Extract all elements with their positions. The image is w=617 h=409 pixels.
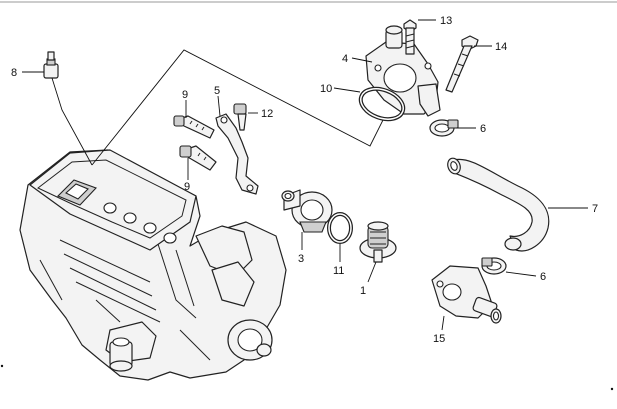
part-5-bracket — [215, 113, 259, 195]
callout-10: 10 — [320, 83, 332, 95]
callout-14: 14 — [495, 41, 507, 53]
edge-mark-right — [610, 387, 614, 391]
part-1-thermostat — [359, 221, 397, 263]
edge-mark-left — [0, 364, 4, 368]
callout-5: 5 — [214, 85, 220, 97]
part-6-clamp-lower — [481, 257, 507, 275]
part-10-gasket — [358, 86, 406, 122]
callout-15: 15 — [433, 333, 445, 345]
callout-12: 12 — [261, 108, 273, 120]
part-12-bolt — [233, 103, 247, 131]
part-15-water-joint — [431, 265, 502, 324]
callout-9-lower: 9 — [184, 181, 190, 193]
part-6-clamp-upper — [429, 119, 459, 137]
callout-4: 4 — [342, 53, 348, 65]
part-11-o-ring — [327, 212, 353, 244]
part-14-bolt — [445, 35, 479, 93]
part-4-water-housing — [365, 25, 441, 117]
part-13-bolt — [403, 19, 417, 55]
callout-8: 8 — [11, 67, 17, 79]
callout-9-upper: 9 — [182, 89, 188, 101]
engine-block — [19, 149, 287, 381]
leader-lines — [22, 19, 588, 331]
callout-11: 11 — [333, 265, 344, 277]
callout-6-upper: 6 — [480, 123, 486, 135]
part-8-sensor — [43, 51, 93, 166]
callout-1: 1 — [360, 285, 366, 297]
callout-13: 13 — [440, 15, 452, 27]
callout-6-lower: 6 — [540, 271, 546, 283]
part-9-bolt-upper — [173, 115, 215, 139]
part-7-hose — [447, 157, 550, 252]
part-9-bolt-lower — [179, 145, 217, 171]
part-3-thermostat-cover — [281, 189, 333, 233]
callout-3: 3 — [298, 253, 304, 265]
callout-7: 7 — [592, 203, 598, 215]
